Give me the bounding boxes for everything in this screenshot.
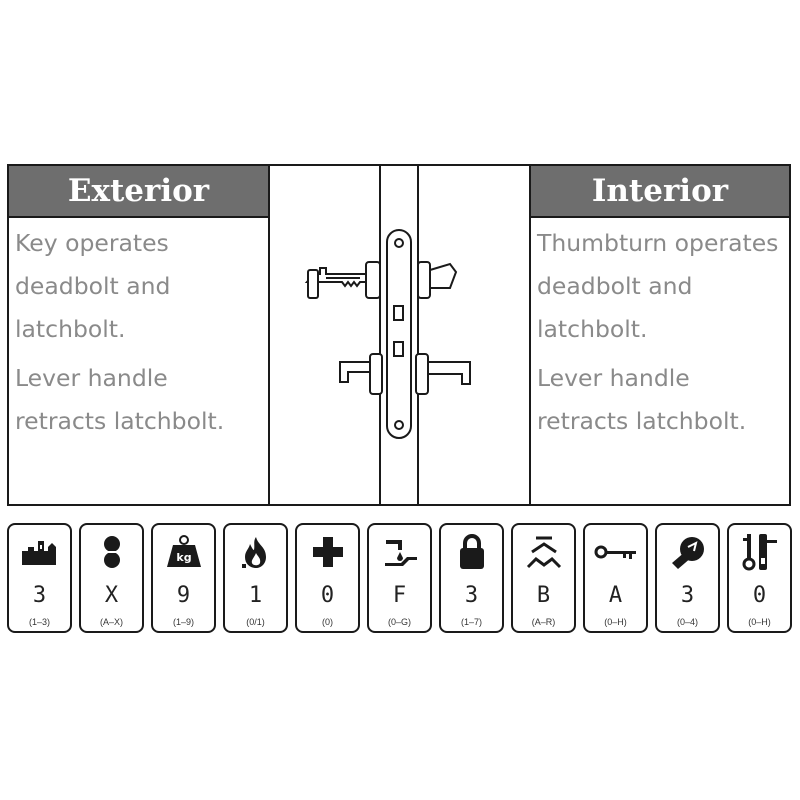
rating-value: 3 <box>32 583 47 608</box>
exterior-line-1: Key operates deadbolt and latchbolt. <box>15 229 171 343</box>
lock-function-frame: Exterior Key operates deadbolt and latch… <box>7 164 791 506</box>
weight-kg-icon: kg <box>153 533 214 571</box>
rating-range: (0–H) <box>604 617 627 627</box>
rating-value: 0 <box>320 583 335 608</box>
rating-range: (0) <box>322 617 333 627</box>
rating-value: 3 <box>464 583 479 608</box>
chevron-stack-icon <box>513 533 574 571</box>
rating-tile: 0 (0–H) <box>727 523 792 633</box>
interior-panel: Interior Thumbturn operates deadbolt and… <box>529 166 789 504</box>
rating-value: 0 <box>752 583 767 608</box>
factory-icon <box>9 533 70 571</box>
exterior-description: Key operates deadbolt and latchbolt. Lev… <box>9 218 268 443</box>
hourglass-icon <box>81 533 142 571</box>
rating-range: (0/1) <box>246 617 265 627</box>
rating-range: (0–H) <box>748 617 771 627</box>
padlock-icon <box>441 533 502 571</box>
rating-value: 9 <box>176 583 191 608</box>
rating-tile: F (0–G) <box>367 523 432 633</box>
rating-value: F <box>392 583 407 608</box>
cross-icon <box>297 533 358 571</box>
svg-text:kg: kg <box>176 551 191 564</box>
interior-line-1: Thumbturn operates deadbolt and latchbol… <box>537 229 779 343</box>
rating-range: (1–7) <box>460 617 482 627</box>
interior-description: Thumbturn operates deadbolt and latchbol… <box>531 218 789 443</box>
rating-tile: 1 (0/1) <box>223 523 288 633</box>
rating-tile: 3 (1–7) <box>439 523 504 633</box>
rating-tile: A (0–H) <box>583 523 648 633</box>
rating-range: (0–G) <box>387 617 411 627</box>
interior-title: Interior <box>531 166 789 218</box>
break-in-icon <box>657 533 718 571</box>
fire-icon <box>225 533 286 571</box>
exterior-line-2: Lever handle retracts latchbolt. <box>15 364 225 435</box>
rating-value: A <box>608 583 623 608</box>
interior-line-2: Lever handle retracts latchbolt. <box>537 364 747 435</box>
rating-icons: 3 (1–3) X (A–X) kg 9 (1–9) 1 (0/1) 0 (0)… <box>7 523 793 635</box>
rating-tile: 3 (0–4) <box>655 523 720 633</box>
mortise-lock-icon <box>304 166 471 504</box>
rating-range: (A–X) <box>99 617 123 627</box>
door-lever-icon <box>729 533 790 571</box>
key-icon <box>585 533 646 571</box>
rating-tile: 3 (1–3) <box>7 523 72 633</box>
exterior-title: Exterior <box>9 166 268 218</box>
corrosion-icon <box>369 533 430 571</box>
rating-range: (A–R) <box>531 617 556 627</box>
rating-value: 1 <box>248 583 263 608</box>
rating-tile: kg 9 (1–9) <box>151 523 216 633</box>
rating-tile: 0 (0) <box>295 523 360 633</box>
rating-range: (0–4) <box>676 617 698 627</box>
rating-value: B <box>536 583 551 608</box>
rating-tile: X (A–X) <box>79 523 144 633</box>
rating-tile: B (A–R) <box>511 523 576 633</box>
rating-value: 3 <box>680 583 695 608</box>
rating-range: (1–9) <box>172 617 194 627</box>
rating-value: X <box>104 583 119 608</box>
exterior-panel: Exterior Key operates deadbolt and latch… <box>9 166 270 504</box>
rating-range: (1–3) <box>28 617 50 627</box>
lock-illustration <box>270 166 529 504</box>
